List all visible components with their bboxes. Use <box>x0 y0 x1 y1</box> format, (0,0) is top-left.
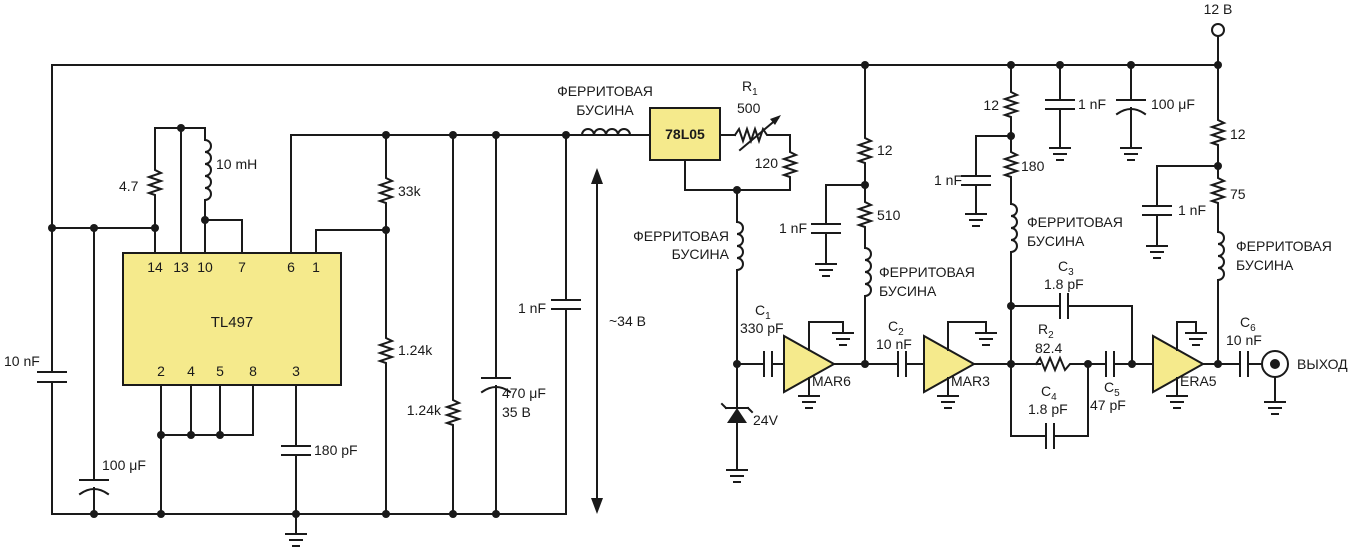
bead-era5-out-label-2: БУСИНА <box>1236 257 1294 273</box>
pin-8: 8 <box>249 363 257 379</box>
r2-value: 82.4 <box>1035 340 1062 356</box>
c-100uf-left-label: 100 μF <box>102 457 146 473</box>
pin-1: 1 <box>312 259 320 275</box>
pin-4: 4 <box>187 363 195 379</box>
c6-value: 10 nF <box>1226 332 1262 348</box>
r2-name: R2 <box>1038 321 1054 341</box>
r-75-label: 75 <box>1230 186 1246 202</box>
supply-label: 12 В <box>1204 1 1233 17</box>
r-4-7-label: 4.7 <box>119 178 139 194</box>
r1-name: R1 <box>742 78 758 98</box>
c2-value: 10 nF <box>876 336 912 352</box>
regulator-78l05: 78L05 R1 500 120 <box>649 78 797 191</box>
ic-bottom-wiring: 180 pF <box>160 384 358 515</box>
c-470uf-label-1: 470 μF <box>502 385 546 401</box>
c-1nf-boost-label: 1 nF <box>518 300 546 316</box>
c-180pf-label: 180 pF <box>314 442 358 458</box>
c-100uf-right-label: 100 μF <box>1151 96 1195 112</box>
ic-top-wiring: 4.7 10 mH <box>119 127 387 254</box>
r-1-24k-a-label: 1.24k <box>398 342 433 358</box>
c-1nf-b-label: 1 nF <box>934 172 962 188</box>
ground-rail <box>51 513 567 547</box>
c4-name: C4 <box>1041 383 1057 403</box>
r-12-a-label: 12 <box>877 142 893 158</box>
output-stage: C6 10 nF ВЫХОД <box>1226 314 1348 415</box>
bead-top-label-2: БУСИНА <box>576 102 634 118</box>
c-1nf-c-label: 1 nF <box>1078 96 1106 112</box>
bead-mar6-label-2: БУСИНА <box>672 246 730 262</box>
output-label: ВЫХОД <box>1297 356 1348 372</box>
bead-mar3-label-2: БУСИНА <box>879 283 937 299</box>
c1-name: C1 <box>755 302 771 322</box>
amp-mar6-label: MAR6 <box>812 373 851 389</box>
pin-7: 7 <box>238 259 246 275</box>
c3-name: C3 <box>1058 258 1074 278</box>
r-33k-label: 33k <box>398 183 422 199</box>
ic-name: TL497 <box>211 314 254 331</box>
pin-2: 2 <box>157 363 165 379</box>
c-10nf-left-label: 10 nF <box>4 353 40 369</box>
c-1nf-d-label: 1 nF <box>1178 202 1206 218</box>
feedback-divider: 33k 1.24k 1.24k <box>290 134 651 515</box>
junction-dots <box>48 61 1222 518</box>
c2-name: C2 <box>888 318 904 338</box>
pin-14: 14 <box>147 259 163 275</box>
c6-name: C6 <box>1240 314 1256 334</box>
pin-13: 13 <box>173 259 189 275</box>
interstage-network: C3 1.8 pF R2 82.4 C4 1.8 pF C5 47 pF <box>1010 258 1154 449</box>
bead-top: ФЕРРИТОВАЯ БУСИНА <box>557 83 653 137</box>
c5-name: C5 <box>1104 379 1120 399</box>
cap-10nf-left: 10 nF <box>4 64 67 515</box>
c1-value: 330 pF <box>740 320 784 336</box>
c-1nf-a-label: 1 nF <box>779 220 807 236</box>
r-510-label: 510 <box>877 207 901 223</box>
cap-470uf: 470 μF 35 В <box>480 134 546 515</box>
pin-3: 3 <box>292 363 300 379</box>
bead-era5-in-label-2: БУСИНА <box>1027 233 1085 249</box>
ic-tl497: TL497 14 13 10 7 6 1 2 4 5 8 3 <box>122 252 342 386</box>
supply-rail: 12 В <box>51 1 1233 66</box>
amp-mar3-label: MAR3 <box>951 373 990 389</box>
bead-mar6-label-1: ФЕРРИТОВАЯ <box>633 228 729 244</box>
stage-era5: ERA5 <box>1152 321 1241 409</box>
pin-10: 10 <box>197 259 213 275</box>
r-12-c-label: 12 <box>1230 126 1246 142</box>
c-470uf-label-2: 35 В <box>502 404 531 420</box>
voltage-arrow: ~34 В <box>591 168 646 514</box>
pin-6: 6 <box>287 259 295 275</box>
r-120-label: 120 <box>755 155 779 171</box>
r-180-label: 180 <box>1021 158 1045 174</box>
amp-era5-label: ERA5 <box>1180 373 1217 389</box>
l-10mh-label: 10 mH <box>216 156 257 172</box>
bead-top-label-1: ФЕРРИТОВАЯ <box>557 83 653 99</box>
stage-mar6: C1 330 pF MAR6 <box>736 302 899 409</box>
regulator-name: 78L05 <box>665 126 705 142</box>
mar6-output-bias: 12 510 1 nF ФЕРРИТОВАЯ БУСИНА <box>779 64 975 365</box>
r-12-b-label: 12 <box>983 97 999 113</box>
mar3-output-bias: 12 180 1 nF ФЕРРИТОВАЯ БУСИНА <box>934 64 1123 437</box>
cap-100uf-left: 100 μF <box>78 227 146 515</box>
c4-value: 1.8 pF <box>1028 401 1068 417</box>
r-1-24k-b-label: 1.24k <box>407 402 442 418</box>
c5-value: 47 pF <box>1090 397 1126 413</box>
era5-output-bias: 12 75 1 nF ФЕРРИТОВАЯ БУСИНА <box>1142 64 1332 365</box>
zener-label: 24V <box>753 412 779 428</box>
cap-1nf-boost: 1 nF <box>518 134 581 515</box>
stage-mar3: C2 10 nF MAR3 <box>876 318 1041 409</box>
pin-5: 5 <box>216 363 224 379</box>
c3-value: 1.8 pF <box>1044 276 1084 292</box>
r1-value: 500 <box>737 100 761 116</box>
bead-era5-in-label-1: ФЕРРИТОВАЯ <box>1027 214 1123 230</box>
voltage-label: ~34 В <box>609 313 646 329</box>
supply-decoupling: 1 nF 100 μF <box>1045 64 1195 161</box>
bead-mar3-label-1: ФЕРРИТОВАЯ <box>879 264 975 280</box>
bead-era5-out-label-1: ФЕРРИТОВАЯ <box>1236 238 1332 254</box>
mar6-bias: ФЕРРИТОВАЯ БУСИНА 24V <box>633 189 779 483</box>
